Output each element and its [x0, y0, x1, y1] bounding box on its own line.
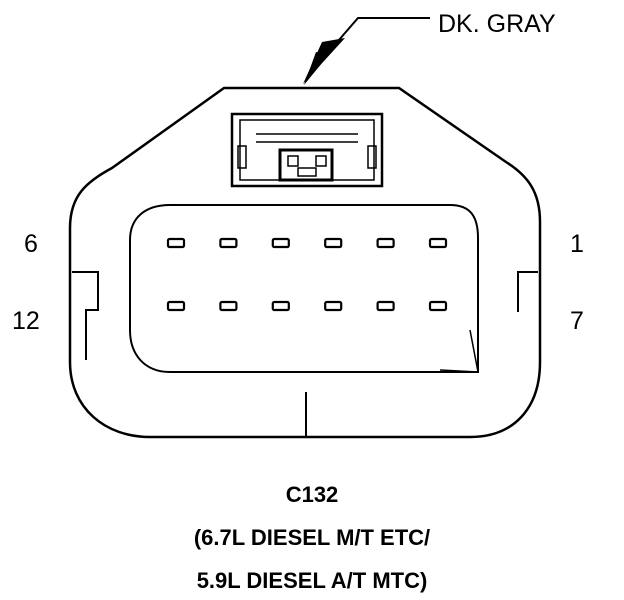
pin-label-top-right: 1	[570, 230, 584, 258]
left-latch-notch	[72, 271, 99, 360]
pin-cavity-5	[219, 237, 238, 249]
pin-cavity-12	[166, 300, 186, 312]
connector-id: C132	[285, 482, 339, 507]
color-leader-line	[303, 17, 430, 85]
pin-label-top-left: 6	[24, 230, 38, 258]
pin-cavity-7	[428, 300, 448, 312]
pin-cavity-2	[376, 237, 395, 249]
pin-cavity-10	[271, 300, 290, 312]
right-latch-notch	[517, 271, 538, 312]
pin-cavity-6	[166, 237, 186, 249]
pin-cavity-3	[324, 237, 343, 249]
pin-label-bottom-right: 7	[570, 307, 584, 335]
pin-cavity-grid	[166, 237, 448, 312]
pin-cavity-8	[376, 300, 395, 312]
connector-description-line-1: (6.7L DIESEL M/T ETC/	[193, 525, 431, 550]
pin-cavity-9	[324, 300, 343, 312]
connector-description-line-2: 5.9L DIESEL A/T MTC)	[196, 568, 428, 593]
pin-cavity-4	[271, 237, 290, 249]
connector-inner-face	[129, 204, 479, 373]
pin-cavity-1	[428, 237, 448, 249]
pin-label-bottom-left: 12	[12, 307, 40, 335]
pin-cavity-11	[219, 300, 238, 312]
wire-color-label: DK. GRAY	[438, 10, 556, 38]
lock-tab	[230, 112, 384, 188]
